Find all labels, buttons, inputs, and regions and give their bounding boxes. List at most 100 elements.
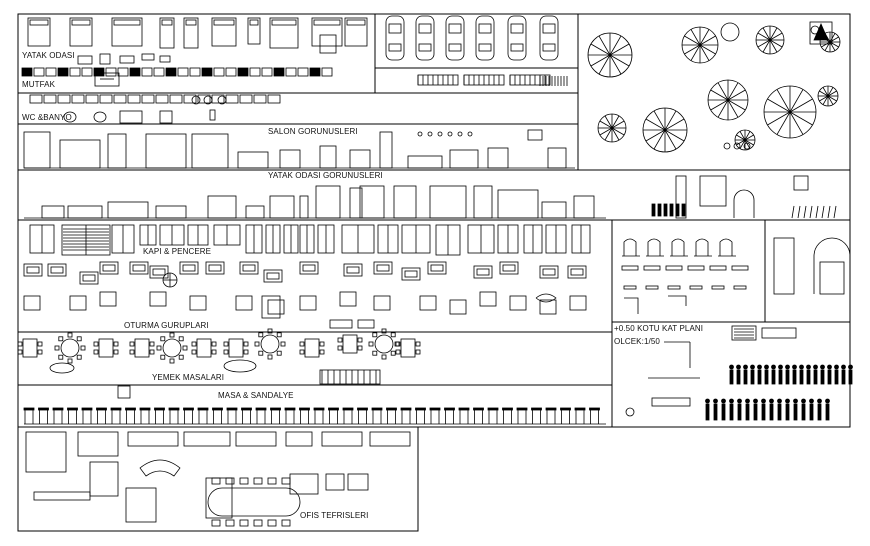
label-tables-chairs: MASA & SANDALYE xyxy=(218,391,294,400)
sofa-plan xyxy=(567,265,587,279)
moulding-profile xyxy=(621,265,639,271)
human-figure xyxy=(729,369,734,385)
table-top xyxy=(589,407,600,411)
tree-branch xyxy=(739,139,746,149)
kitchen-unit xyxy=(105,67,117,77)
table-top xyxy=(444,407,455,411)
tree-branch xyxy=(609,43,630,56)
nightstand-plan xyxy=(119,55,135,64)
dining-chair xyxy=(113,341,119,347)
dining-chair xyxy=(160,354,166,360)
car-top-view xyxy=(507,15,527,61)
living-elevation xyxy=(547,147,567,169)
office-desk xyxy=(183,431,231,447)
coffee-table xyxy=(357,319,375,329)
chair-profile xyxy=(719,238,733,256)
office-desk-small xyxy=(289,473,319,495)
dining-table-rect xyxy=(134,338,150,358)
arched-window xyxy=(733,189,755,218)
tree-branch xyxy=(736,139,746,146)
tree-branch xyxy=(609,54,622,75)
bedroom-elevation xyxy=(41,205,65,219)
dining-table-rect xyxy=(342,334,358,354)
plan-badge xyxy=(761,327,797,339)
armchair-plan xyxy=(99,291,117,307)
tree-branch xyxy=(776,111,791,135)
bedroom-elevation xyxy=(269,195,295,219)
dining-chair xyxy=(357,337,363,343)
human-figure xyxy=(848,369,853,385)
frame-office xyxy=(17,426,419,532)
tree-branch xyxy=(699,35,716,46)
section-frames xyxy=(17,13,851,532)
dining-chair xyxy=(357,345,363,351)
human-figure xyxy=(736,369,741,385)
tree-branch xyxy=(744,139,751,149)
tree-branch xyxy=(598,54,611,75)
table-top xyxy=(328,407,339,411)
dining-chair xyxy=(258,332,264,338)
bath-fixture xyxy=(127,94,141,104)
human-head xyxy=(750,364,755,370)
tree-branch xyxy=(664,110,677,131)
sofa-plan xyxy=(129,261,149,275)
tree-branch xyxy=(769,39,778,53)
dining-chair xyxy=(267,328,273,334)
office-workstation xyxy=(33,491,91,501)
dining-chair xyxy=(149,349,155,355)
sofa-plan xyxy=(149,265,169,279)
armchair-plan xyxy=(539,299,557,315)
tree-branch xyxy=(653,110,666,131)
dining-chair xyxy=(169,332,175,338)
table-top xyxy=(110,407,122,411)
tree-branch xyxy=(767,111,791,126)
table-top xyxy=(386,407,397,411)
nightstand-plan xyxy=(141,53,155,61)
car-windshield xyxy=(478,23,492,34)
tree-branch xyxy=(611,127,625,136)
office-desk xyxy=(369,431,411,447)
tree-branch xyxy=(744,139,754,146)
living-elevation xyxy=(379,131,393,169)
armchair-plan xyxy=(235,295,253,311)
human-figure xyxy=(764,369,769,385)
dining-chair xyxy=(178,354,184,360)
human-head xyxy=(809,398,814,404)
dining-table-rect xyxy=(98,338,114,358)
human-head xyxy=(792,364,797,370)
human-head xyxy=(785,364,790,370)
sofa-plan xyxy=(23,263,43,277)
bathtub-plan xyxy=(119,110,143,124)
dining-chair xyxy=(76,354,82,360)
tree-branch xyxy=(739,131,746,141)
armchair-plan xyxy=(69,295,87,311)
human-head xyxy=(757,364,762,370)
sofa-plan xyxy=(373,261,393,275)
dining-chair xyxy=(160,336,166,342)
north-arrow-box xyxy=(809,21,833,45)
tree-branch xyxy=(829,41,836,51)
dining-chair xyxy=(390,350,396,356)
label-living-elevations: SALON GORUNUSLERI xyxy=(268,127,358,136)
dining-table-round xyxy=(162,338,182,358)
tree-branch xyxy=(822,87,829,97)
conference-chair xyxy=(253,519,263,527)
armchair-plan xyxy=(23,295,41,311)
plant-stroke xyxy=(803,205,807,219)
arched-door xyxy=(813,237,851,294)
ring xyxy=(723,142,731,150)
office-plan xyxy=(125,487,157,523)
kitchen-unit xyxy=(297,67,309,77)
dining-elevation xyxy=(319,369,381,385)
kitchen-unit xyxy=(249,67,261,77)
human-head xyxy=(827,364,832,370)
bath-fixture xyxy=(99,94,113,104)
figure-silhouette xyxy=(663,203,668,217)
toilet-plan xyxy=(93,111,107,123)
armchair-plan xyxy=(189,295,207,311)
living-elevation xyxy=(527,129,543,141)
human-head xyxy=(813,364,818,370)
dining-chair xyxy=(276,332,282,338)
car-top-view xyxy=(539,15,559,61)
label-kitchen: MUTFAK xyxy=(22,80,56,89)
